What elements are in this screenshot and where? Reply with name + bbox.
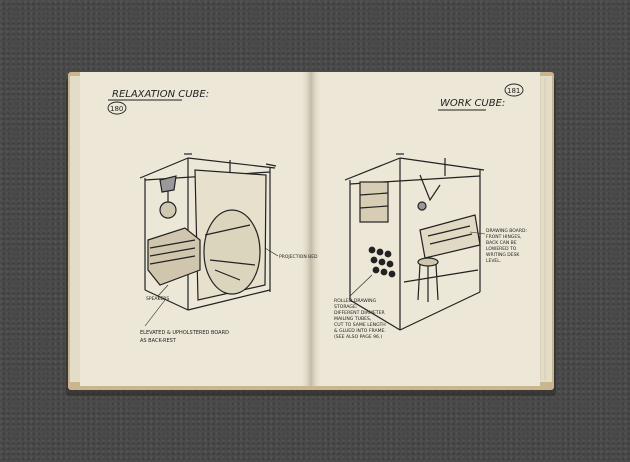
note-drawing-board-3: BACK CAN BE — [486, 240, 517, 246]
note-rolled-7: (SEE ALSO PAGE 96.) — [334, 334, 382, 340]
note-rolled-1: ROLLED DRAWING — [334, 298, 377, 304]
note-drawing-board-5: WRITING DESK — [486, 252, 520, 258]
note-backrest-2: AS BACK-REST — [140, 338, 177, 344]
left-page-title: RELAXATION CUBE: — [112, 89, 209, 100]
right-page-number-circle — [504, 83, 524, 97]
note-drawing-board-1: DRAWING BOARD: — [486, 228, 527, 234]
relaxation-cube-drawing — [139, 153, 277, 311]
gutter-shadow — [300, 72, 322, 386]
note-drawing-board-2: FRONT HINGES, — [486, 234, 522, 240]
left-page-number: 180 — [110, 105, 123, 113]
note-drawing-board-6: LEVEL. — [486, 258, 501, 264]
note-speakers: SPEAKERS — [146, 296, 169, 302]
note-rolled-5: CUT TO SAME LENGTH — [334, 322, 386, 328]
note-rolled-2: STORAGE: — [334, 304, 358, 310]
work-cube-drawing — [344, 153, 485, 331]
note-rolled-3: DIFFERENT DIAMETER — [334, 310, 385, 316]
left-page-number-circle — [107, 101, 127, 115]
note-rolled-6: & GLUED INTO FRAME. — [334, 328, 386, 334]
tube-storage — [368, 246, 396, 278]
right-page-number: 181 — [507, 87, 520, 95]
note-rolled-4: MAILING TUBES, — [334, 316, 372, 322]
note-projection-bed: PROJECTION BED — [279, 254, 318, 260]
note-backrest-1: ELEVATED & UPHOLSTERED BOARD — [140, 330, 229, 336]
note-drawing-board-4: LOWERED TO — [486, 246, 517, 252]
right-page-title: WORK CUBE: — [440, 98, 505, 109]
